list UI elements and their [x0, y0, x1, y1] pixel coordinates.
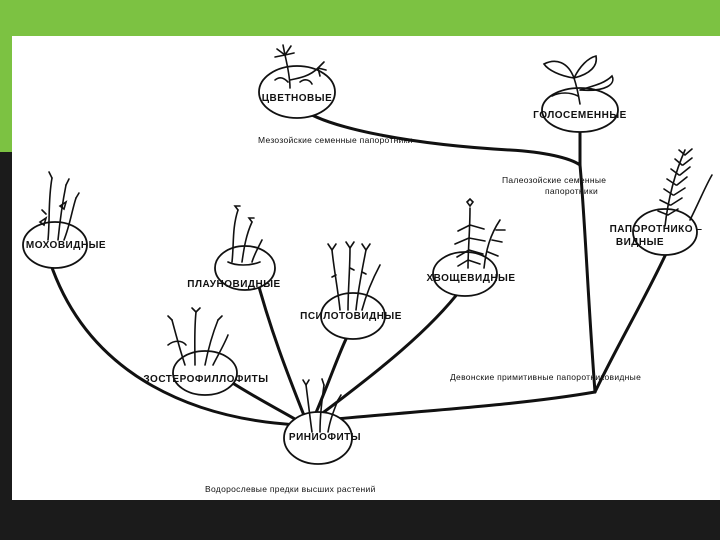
label-horsetails: ХВОЩЕВИДНЫЕ — [427, 273, 516, 284]
label-psilotes: ПСИЛОТОВИДНЫЕ — [300, 311, 402, 322]
gymnosperm-illustration — [542, 55, 614, 105]
fern-illustration — [657, 148, 713, 227]
label-lycopods: ПЛАУНОВИДНЫЕ — [187, 279, 280, 290]
psilote-illustration — [327, 241, 381, 311]
branch-mosses — [48, 260, 302, 427]
note-paleozoic-line1: Палеозойские семенные — [502, 175, 606, 185]
branch-paleozoic — [578, 163, 597, 394]
node-gymnosperms — [541, 87, 619, 133]
node-zosterophylls — [172, 350, 238, 396]
left-accent-strip — [0, 36, 12, 152]
moss-illustration — [38, 171, 80, 241]
branch-psilotes — [313, 333, 350, 417]
label-ferns-line1: ПАПОРОТНИКО – — [610, 224, 703, 235]
branch-horsetails — [318, 286, 464, 417]
node-flowering — [258, 65, 336, 119]
branch-ferns — [593, 243, 672, 394]
flowering-plant-illustration — [274, 44, 327, 89]
label-mosses: МОХОВИДНЫЕ — [26, 240, 106, 251]
rhyniophyte-illustration — [302, 378, 342, 433]
branch-lycopods — [253, 270, 307, 420]
node-ferns — [632, 208, 698, 256]
node-mosses — [22, 221, 88, 269]
lycopod-illustration — [227, 205, 263, 266]
zosterophyll-illustration — [167, 307, 229, 366]
note-paleozoic-line2: папоротники — [545, 186, 598, 196]
label-flowering: ЦВЕТНОВЫЕ — [262, 93, 333, 104]
branch-devonian — [323, 390, 597, 422]
label-gymnosperms: ГОЛОСЕМЕННЫЕ — [533, 110, 627, 121]
top-accent-bar — [0, 0, 720, 36]
branch-mesozoic — [298, 106, 582, 167]
note-devonian: Девонские примитивные папоротниковидные — [450, 372, 641, 382]
label-rhyniophytes: РИНИОФИТЫ — [289, 432, 361, 443]
node-psilotes — [320, 292, 386, 340]
horsetail-illustration — [454, 197, 506, 269]
node-rhyniophytes — [283, 411, 353, 465]
note-mesozoic: Мезозойские семенные папоротники — [258, 135, 413, 145]
label-ferns-line2: ВИДНЫЕ — [616, 237, 664, 248]
label-zosterophylls: ЗОСТЕРОФИЛЛОФИТЫ — [143, 374, 268, 385]
note-algal-ancestors: Водорослевые предки высших растений — [205, 484, 376, 494]
